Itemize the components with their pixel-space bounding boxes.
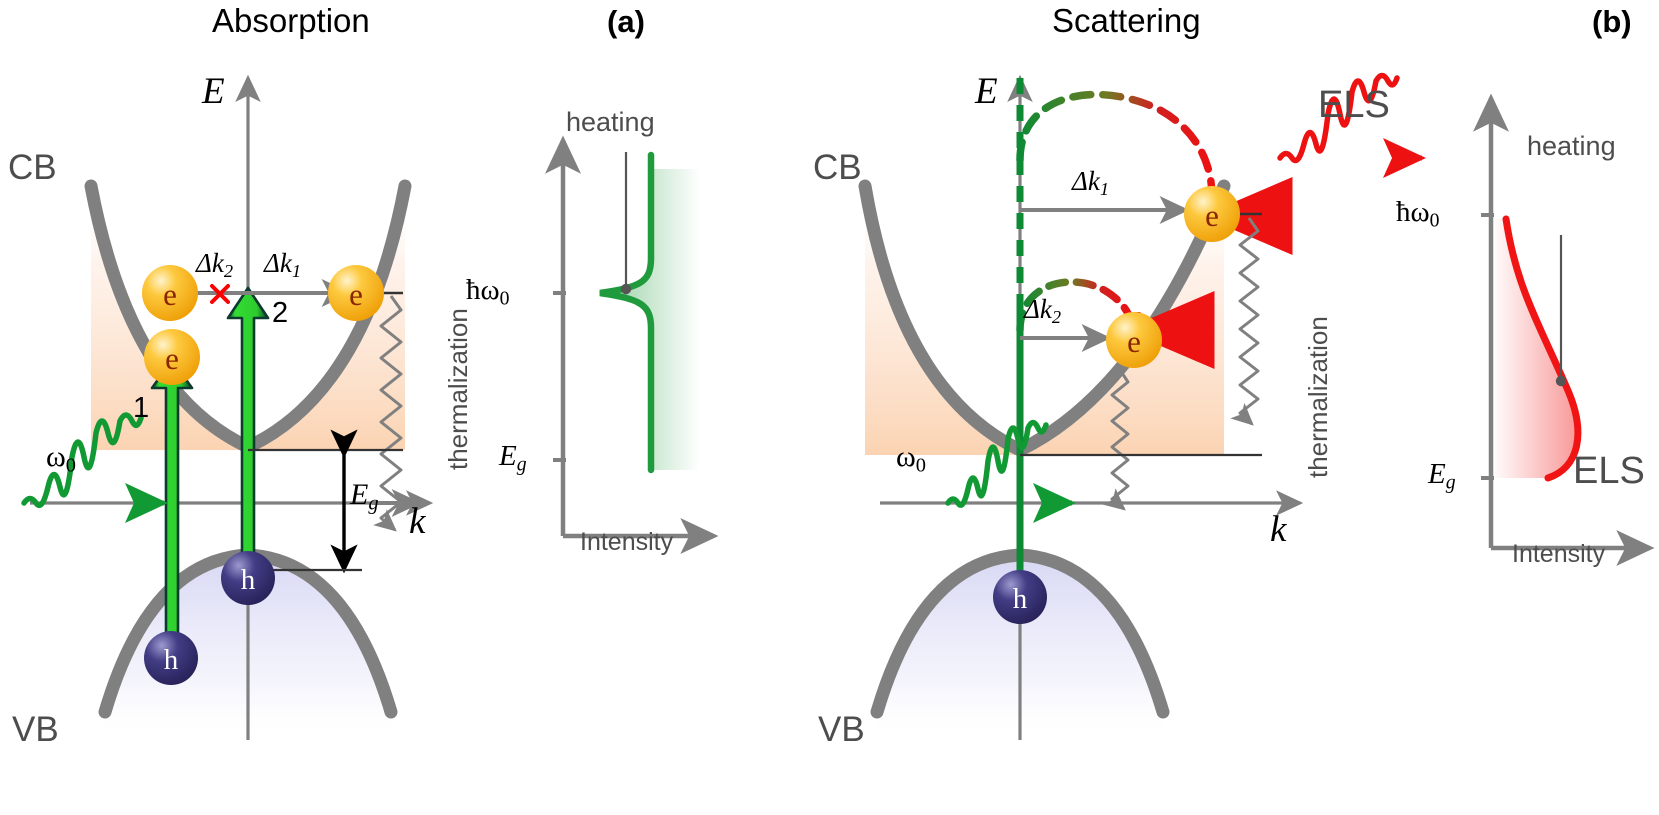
panel-a-spectrum-chart: [545, 135, 719, 554]
thermalization-squiggle-2-b: [1102, 369, 1130, 511]
hole-left-a: h: [144, 631, 198, 685]
thermalization-squiggle-a: [373, 295, 403, 532]
transition-1-label-a: 1: [133, 392, 150, 424]
energy-axis-label-a: E: [202, 71, 225, 112]
spectrum-b-ytick-upper-label: ħω0: [1396, 196, 1440, 232]
panel-b-spectrum-chart: [1473, 93, 1655, 566]
electron-left-lower-a: e: [144, 329, 200, 385]
pump-omega-label-b: ω0: [896, 440, 926, 477]
spectrum-a-heating-dot: [620, 283, 632, 295]
panel-a-tag: (a): [607, 4, 645, 39]
els-waveform-b: [1277, 72, 1400, 164]
svg-text:e: e: [163, 277, 177, 312]
scattering-path-1-b: [1016, 90, 1216, 200]
carriers-a: e e e h h: [142, 265, 384, 685]
svg-text:e: e: [349, 277, 363, 312]
pump-waveform-a: [21, 412, 144, 509]
els-label-b: ELS: [1318, 84, 1390, 126]
cb-label-b: CB: [813, 148, 862, 187]
spectrum-b-heating-dot: [1555, 375, 1567, 387]
transition-arrow-2-a: [226, 286, 270, 580]
spectrum-a-ytick-lower-label: Eg: [499, 440, 527, 476]
delta-k2-label-a: Δk2: [196, 248, 234, 282]
forbidden-x-icon-a: [210, 284, 230, 304]
vb-label-a: VB: [12, 710, 59, 749]
panel-b-title: Scattering: [1052, 2, 1201, 39]
spectrum-b-series-label: ELS: [1573, 450, 1645, 492]
hole-center-a: h: [221, 551, 275, 605]
panel-a-title: Absorption: [212, 2, 370, 39]
energy-axis-label-b: E: [975, 71, 998, 112]
svg-text:h: h: [164, 644, 179, 676]
pump-pulse-b: [945, 419, 1076, 523]
carriers-b: e e h: [993, 186, 1240, 624]
electron-lower-b: e: [1106, 312, 1162, 368]
els-emission-b: [1277, 72, 1426, 178]
spectrum-b-heating-label: heating: [1527, 131, 1616, 161]
pump-omega-label-a: ω0: [46, 440, 76, 477]
momentum-axis-label-b: k: [1270, 509, 1287, 550]
vb-label-b: VB: [818, 710, 865, 749]
delta-k-arrows-b: [1020, 196, 1190, 352]
delta-k1-label-a: Δk1: [264, 248, 302, 282]
electron-upper-b: e: [1184, 186, 1240, 242]
spectrum-b-fill: [1495, 219, 1580, 478]
cb-label-a: CB: [8, 148, 57, 187]
svg-text:e: e: [1205, 198, 1219, 233]
spectrum-a-heating-label: heating: [566, 107, 655, 137]
panel-b-tag: (b): [1592, 4, 1632, 39]
thermalization-label-b: thermalization: [1303, 316, 1333, 478]
svg-text:e: e: [165, 341, 179, 376]
svg-text:h: h: [1013, 583, 1028, 615]
delta-k2-label-b: Δk2: [1024, 294, 1062, 328]
electron-left-upper-a: e: [142, 265, 198, 321]
svg-text:e: e: [1127, 324, 1141, 359]
spectrum-b-xlabel: Intensity: [1512, 540, 1606, 568]
electron-right-a: e: [328, 265, 384, 321]
transition-2-label-a: 2: [272, 297, 289, 329]
thermalization-arrows-b: [1020, 212, 1262, 511]
cb-fill-b: [865, 186, 1224, 455]
pump-waveform-b: [945, 419, 1049, 508]
spectrum-a-curve: [599, 151, 655, 474]
band-gap-label-a: Eg: [350, 478, 379, 515]
svg-text:h: h: [241, 564, 256, 596]
spectrum-a-xlabel: Intensity: [580, 528, 674, 556]
spectrum-a-ytick-upper-label: ħω0: [466, 274, 510, 310]
momentum-axis-label-a: k: [409, 501, 426, 542]
delta-k1-label-b: Δk1: [1072, 166, 1110, 200]
thermalization-squiggle-1-b: [1230, 217, 1260, 426]
hole-center-b: h: [993, 570, 1047, 624]
spectrum-b-ytick-lower-label: Eg: [1428, 458, 1456, 494]
pump-pulse-a: [21, 412, 168, 523]
